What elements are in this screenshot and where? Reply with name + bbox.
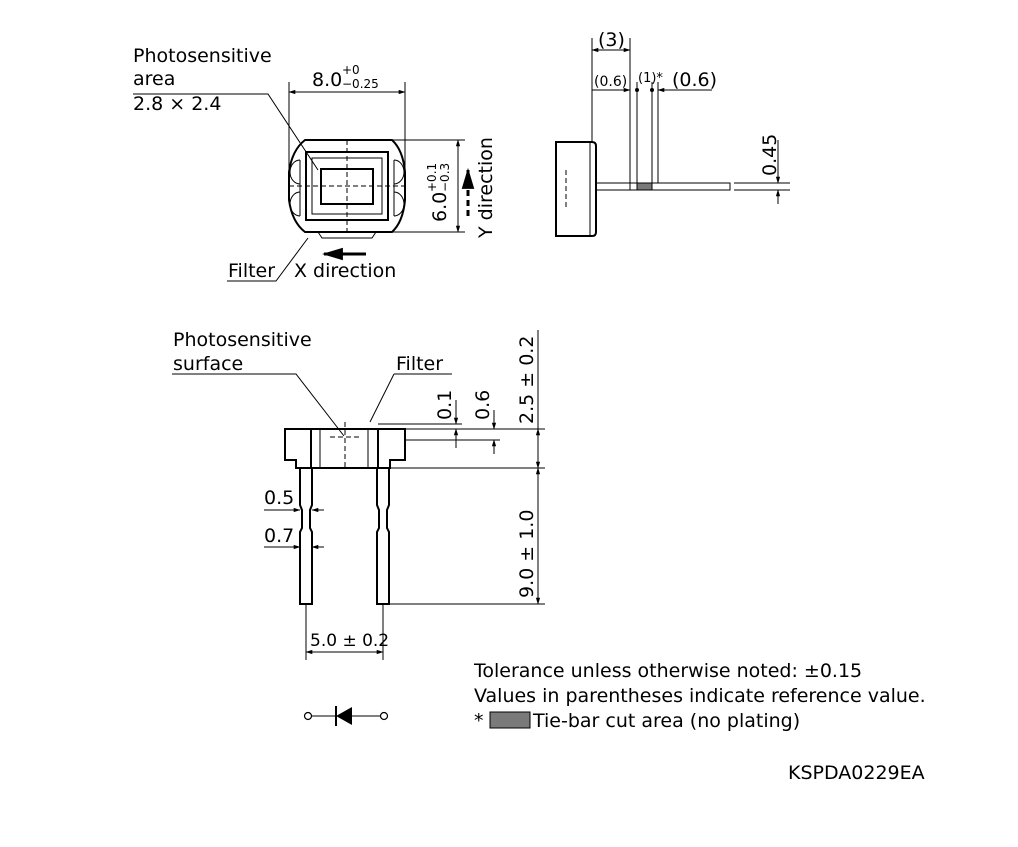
height-tol-plus: +0.1 [425,163,439,192]
width-tol-minus: −0.25 [342,77,379,91]
dim-3: (3) [598,29,625,51]
height-dimension: 6.0 [429,192,451,222]
front-filter [310,428,379,469]
y-direction-label: Y direction [475,137,497,239]
dim-0-5: 0.5 [264,487,294,509]
top-filter-label: Filter [228,260,275,282]
dim-0-45: 0.45 [759,134,781,176]
tiebar-swatch [489,711,531,729]
dim-0-6: 0.6 [472,390,494,420]
drawing-code: KSPDA0229EA [788,762,925,784]
tiebar-note: Tie-bar cut area (no plating) [532,710,800,732]
front-lead-left [299,468,313,605]
front-lead-right [376,468,390,605]
front-view: Photosensitive surface Filter 0.1 0.6 2.… [172,329,545,660]
photosensitive-area-label-1: Photosensitive [133,45,272,67]
dim-0-6-right: (0.6) [672,69,717,91]
left-lobe-top [289,159,301,185]
parentheses-note: Values in parentheses indicate reference… [474,685,926,707]
side-tiebar-cut-area [636,182,653,191]
notes: Tolerance unless otherwise noted: ±0.15 … [473,660,926,732]
dim-0-7: 0.7 [264,525,294,547]
photosensitive-surface-label-2: surface [173,353,243,375]
asterisk-mark: * [474,710,484,732]
photosensitive-area-leader [133,93,319,171]
filter-leader [227,237,309,282]
photosensitive-surface-leader [172,373,345,437]
dim-2-5: 2.5 ± 0.2 [516,336,538,424]
dim-0-6-left: (0.6) [594,74,627,90]
x-direction-label: X direction [294,260,396,282]
photosensitive-area-label-2: area [133,68,175,90]
side-lead [595,182,731,191]
height-tol-minus: −0.3 [438,163,452,192]
side-view: (3) (0.6) (1)* (0.6) 0.45 [555,29,790,237]
width-tol-plus: +0 [342,63,360,77]
front-filter-label: Filter [396,353,443,375]
tolerance-note: Tolerance unless otherwise noted: ±0.15 [473,660,862,682]
photosensitive-area-size: 2.8 × 2.4 [133,93,221,115]
dim-9-0: 9.0 ± 1.0 [516,510,538,598]
top-view: Photosensitive area 2.8 × 2.4 8.0 +0 −0.… [133,45,497,282]
left-lobe-bottom [289,191,301,217]
dim-5-0: 5.0 ± 0.2 [310,631,389,651]
photosensitive-surface-label-1: Photosensitive [173,329,312,351]
dim-1: (1)* [638,71,663,86]
width-dimension: 8.0 [312,69,342,91]
dim-0-1: 0.1 [434,390,456,420]
photodiode-symbol-icon [303,706,389,726]
right-lobe-bottom [393,191,405,217]
right-lobe-top [393,159,405,185]
side-package-body [555,141,597,237]
